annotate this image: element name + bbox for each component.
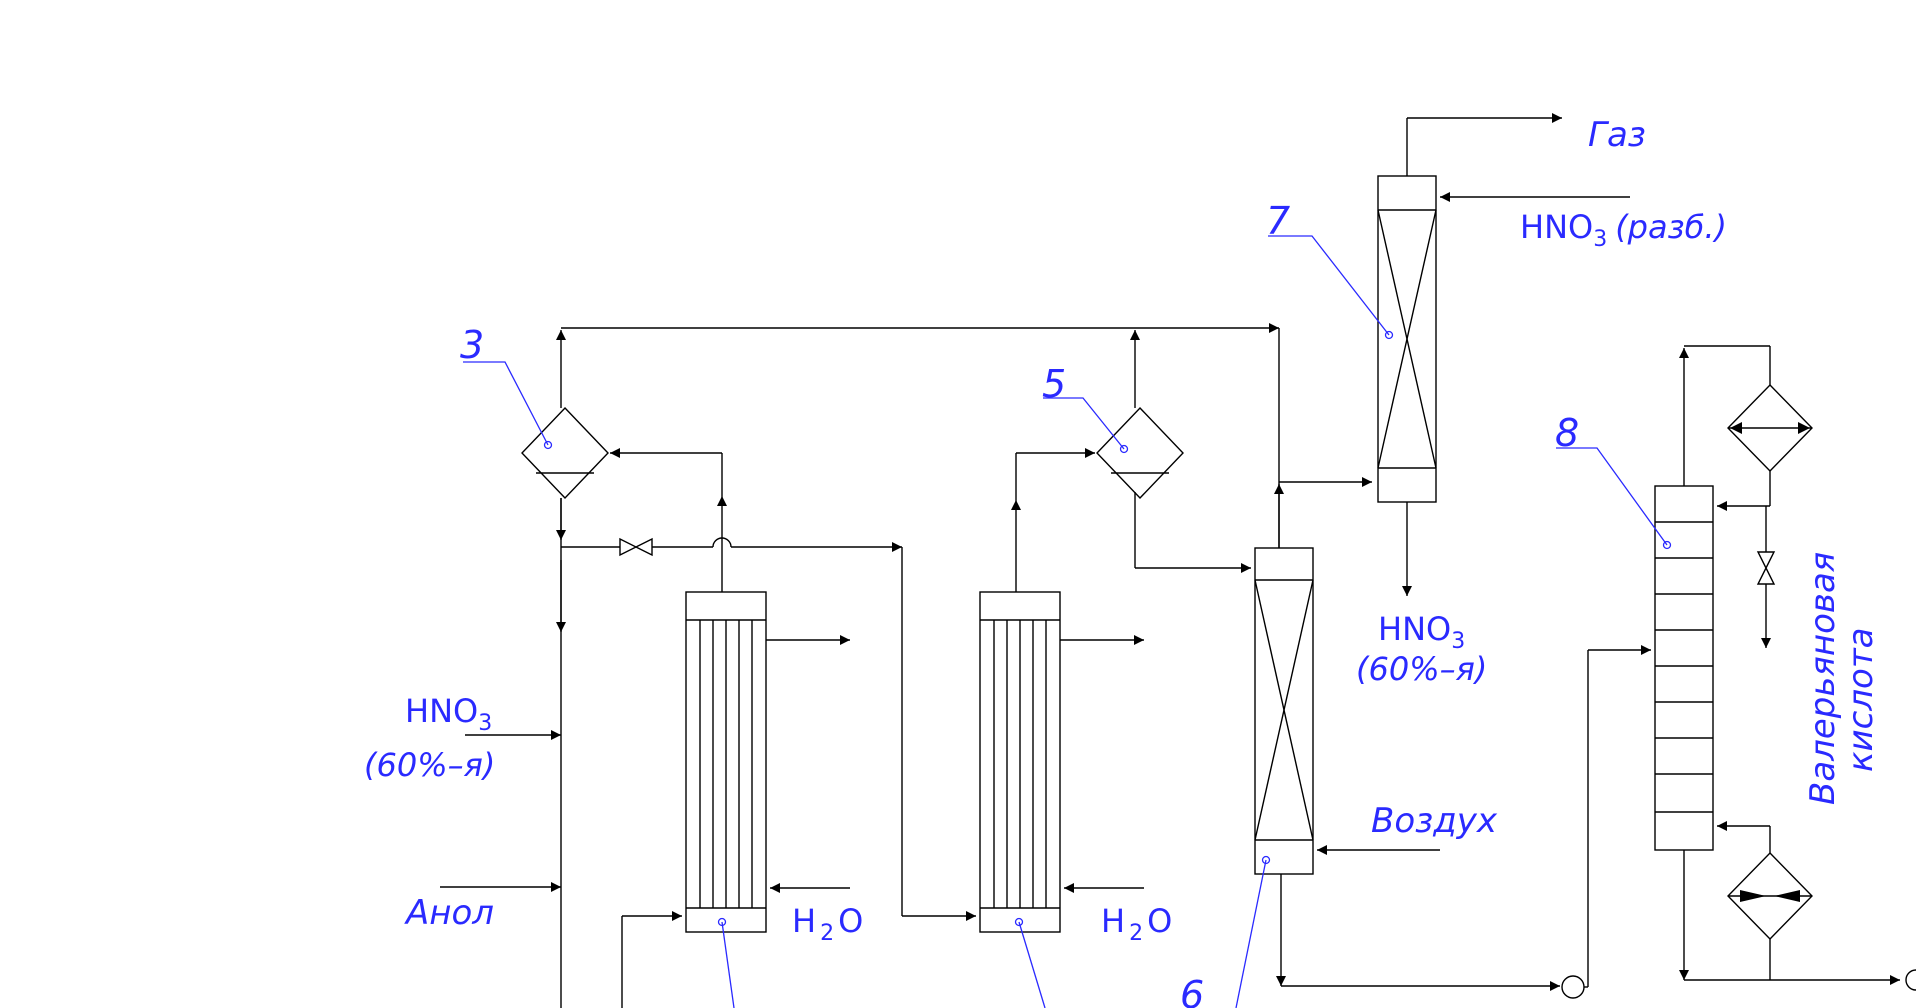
callout-6: 6: [1180, 973, 1204, 1008]
label-hno3-out: HNO3: [1378, 610, 1465, 654]
callout-3: 3: [460, 323, 484, 367]
column-7: [1377, 175, 1437, 503]
separator-3: [521, 406, 609, 500]
callout-5: 5: [1042, 362, 1066, 406]
label-hno3-out-note: (60%–я): [1356, 650, 1487, 688]
valve-1: [619, 537, 653, 557]
valve-2: [1756, 551, 1776, 585]
reactor-2: [979, 591, 1061, 933]
callout-7: 7: [1266, 199, 1290, 243]
label-gas: Газ: [1588, 115, 1646, 155]
label-valeric-1: Валерьяновая: [1803, 552, 1843, 805]
condenser: [1727, 383, 1813, 473]
reactor-1: [685, 591, 767, 933]
label-anol: Анол: [404, 893, 494, 933]
callout-8: 8: [1555, 411, 1579, 455]
piping: [440, 113, 1917, 1008]
pump: [1561, 975, 1585, 999]
label-hno3-dilute: HNO3(разб.): [1520, 208, 1727, 252]
label-air: Воздух: [1371, 801, 1498, 841]
callout-leaders: [463, 235, 1668, 1008]
label-hno3-in: HNO3: [405, 692, 492, 736]
column-6: [1254, 547, 1314, 875]
separator-5: [1096, 406, 1184, 500]
label-hno3-in-note: (60%–я): [364, 746, 495, 784]
label-valeric-2: кислота: [1841, 628, 1881, 773]
reboiler: [1727, 851, 1813, 941]
